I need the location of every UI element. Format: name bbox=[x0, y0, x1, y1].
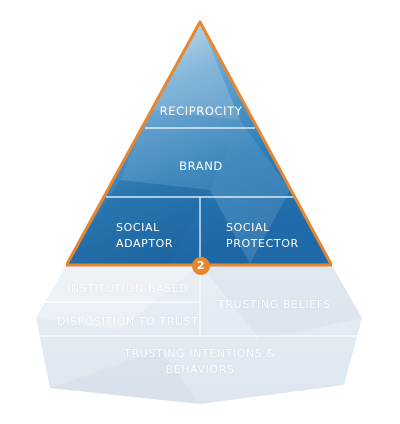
label-brand: BRAND bbox=[179, 159, 223, 173]
marker-circle bbox=[192, 257, 210, 275]
pyramid-top-section bbox=[67, 22, 331, 264]
label-social-protector-line1: SOCIAL bbox=[226, 221, 270, 234]
label-trusting-beliefs: TRUSTING BELIEFS bbox=[218, 298, 332, 311]
label-trusting-intentions-line2: BEHAVIORS bbox=[165, 363, 235, 376]
label-reciprocity: RECIPROCITY bbox=[159, 104, 243, 118]
triangle-outline bbox=[65, 20, 333, 265]
marker-number: 2 bbox=[196, 259, 206, 272]
label-trusting-intentions-line1: TRUSTING INTENTIONS & bbox=[124, 347, 276, 360]
label-disposition-to-trust: DISPOSITION TO TRUST bbox=[57, 315, 199, 328]
label-social-adaptor-line1: SOCIAL bbox=[116, 221, 160, 234]
label-social-protector-line2: PROTECTOR bbox=[226, 237, 299, 250]
label-institution-based: INSTITUTION-BASED bbox=[67, 282, 189, 295]
label-social-adaptor-line2: ADAPTOR bbox=[116, 237, 174, 250]
